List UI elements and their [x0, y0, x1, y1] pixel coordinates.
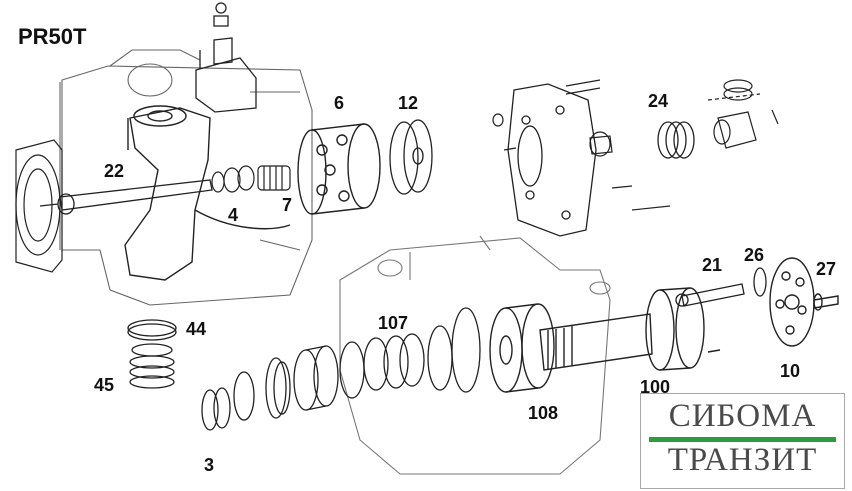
- rear-bolts: [492, 79, 671, 211]
- cylinder-block-6: [297, 123, 381, 215]
- callout-107: 107: [378, 313, 409, 333]
- disc-10-screw-27: [707, 257, 839, 353]
- lower-housing: [339, 235, 611, 475]
- page-title: PR50T: [18, 24, 87, 49]
- callout-44: 44: [186, 319, 207, 339]
- callout-22: 22: [104, 161, 125, 181]
- upper-housing: [59, 49, 313, 306]
- top-bracket: [195, 2, 257, 113]
- rod-21-washer-26: [675, 267, 767, 307]
- callout-24: 24: [648, 91, 669, 111]
- callout-45: 45: [94, 375, 115, 395]
- left-flange: [15, 139, 63, 273]
- seals-24: [657, 121, 695, 159]
- output-shaft-100: [539, 287, 705, 371]
- valve-plate-12: [389, 119, 433, 195]
- upper-right-fitting: [707, 79, 779, 149]
- lock-nut-3: [201, 357, 291, 431]
- rear-cover: [503, 83, 597, 237]
- callout-6: 6: [334, 93, 345, 113]
- shaft-22: [39, 179, 213, 215]
- callout-21: 21: [702, 255, 723, 275]
- callout-10: 10: [780, 361, 801, 381]
- callout-7: 7: [282, 195, 293, 215]
- callout-27: 27: [816, 259, 837, 279]
- callout-100: 100: [640, 377, 671, 397]
- watermark-line-1: СИБОМА: [668, 398, 817, 434]
- callout-4: 4: [228, 205, 239, 225]
- callout-26: 26: [744, 245, 765, 265]
- cylinder-108: [489, 303, 555, 393]
- callout-108: 108: [528, 403, 559, 423]
- watermark-line-2: ТРАНЗИТ: [667, 442, 818, 478]
- watermark-logo: СИБОМА ТРАНЗИТ: [640, 393, 845, 489]
- callout-12: 12: [398, 93, 419, 113]
- bearings-44-45: [127, 319, 177, 389]
- shaft-bearings: [293, 307, 481, 411]
- watermark-accent-bar: [649, 437, 836, 442]
- swash-plate: [124, 105, 291, 281]
- callout-3: 3: [204, 455, 215, 475]
- parts-4-7: [211, 165, 291, 193]
